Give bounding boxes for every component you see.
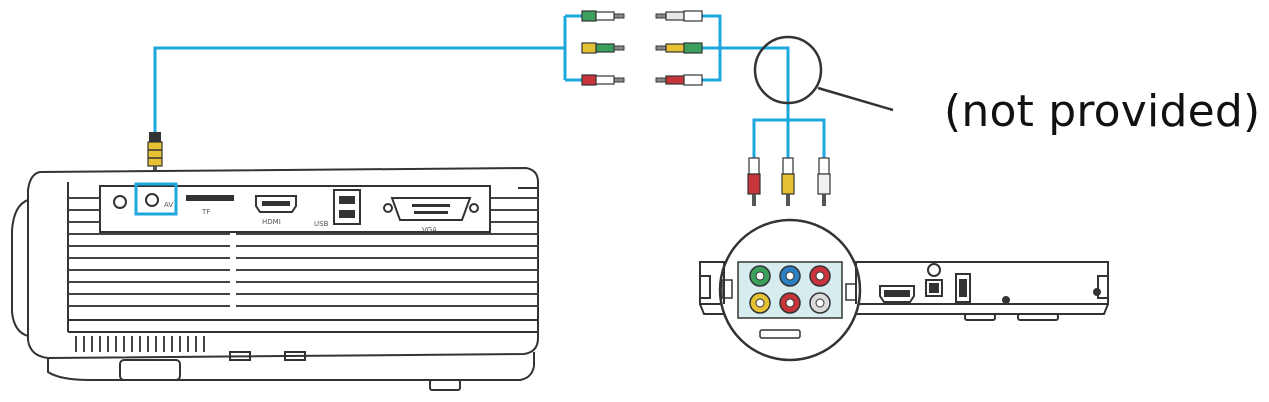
rca-plug-right-red — [655, 74, 703, 86]
av-cable-to-projector — [153, 14, 582, 132]
vga-port — [383, 197, 479, 221]
component-jack-red — [809, 265, 831, 287]
usb-port — [333, 189, 361, 225]
vga-label: VGA — [422, 226, 437, 234]
rca-plug-left-red — [581, 74, 625, 86]
tf-slot — [186, 195, 234, 201]
hdmi-label: HDMI — [262, 218, 281, 226]
rca-plug-down-red — [747, 157, 761, 206]
component-jack-green — [749, 265, 771, 287]
projector-bottom-grille — [75, 336, 205, 352]
rca-plug-left-yellow — [581, 42, 625, 54]
component-jack-blue — [779, 265, 801, 287]
av-port — [145, 193, 159, 207]
av-port-highlight — [134, 182, 178, 216]
rca-plug-left-green — [581, 10, 625, 22]
rca-plug-down-white — [817, 157, 831, 206]
not-provided-label: (not provided) — [944, 86, 1261, 137]
rca-plug-right-white — [655, 10, 703, 22]
av-port-label: AV — [164, 201, 173, 209]
component-cable-to-player — [702, 14, 826, 158]
projector-port-panel: AV TF HDMI USB VGA — [99, 182, 491, 234]
projector-vents — [68, 197, 538, 307]
audio-jack-red — [779, 292, 801, 314]
composite-jack-yellow — [749, 292, 771, 314]
rca-plug-right-yellow — [655, 42, 703, 54]
rca-plug-down-yellow — [781, 157, 795, 206]
player-zoom-circle — [718, 218, 862, 362]
usb-label: USB — [314, 220, 329, 228]
magnifier-icon — [753, 35, 894, 112]
tf-label: TF — [201, 208, 210, 216]
audio-jack-white — [809, 292, 831, 314]
